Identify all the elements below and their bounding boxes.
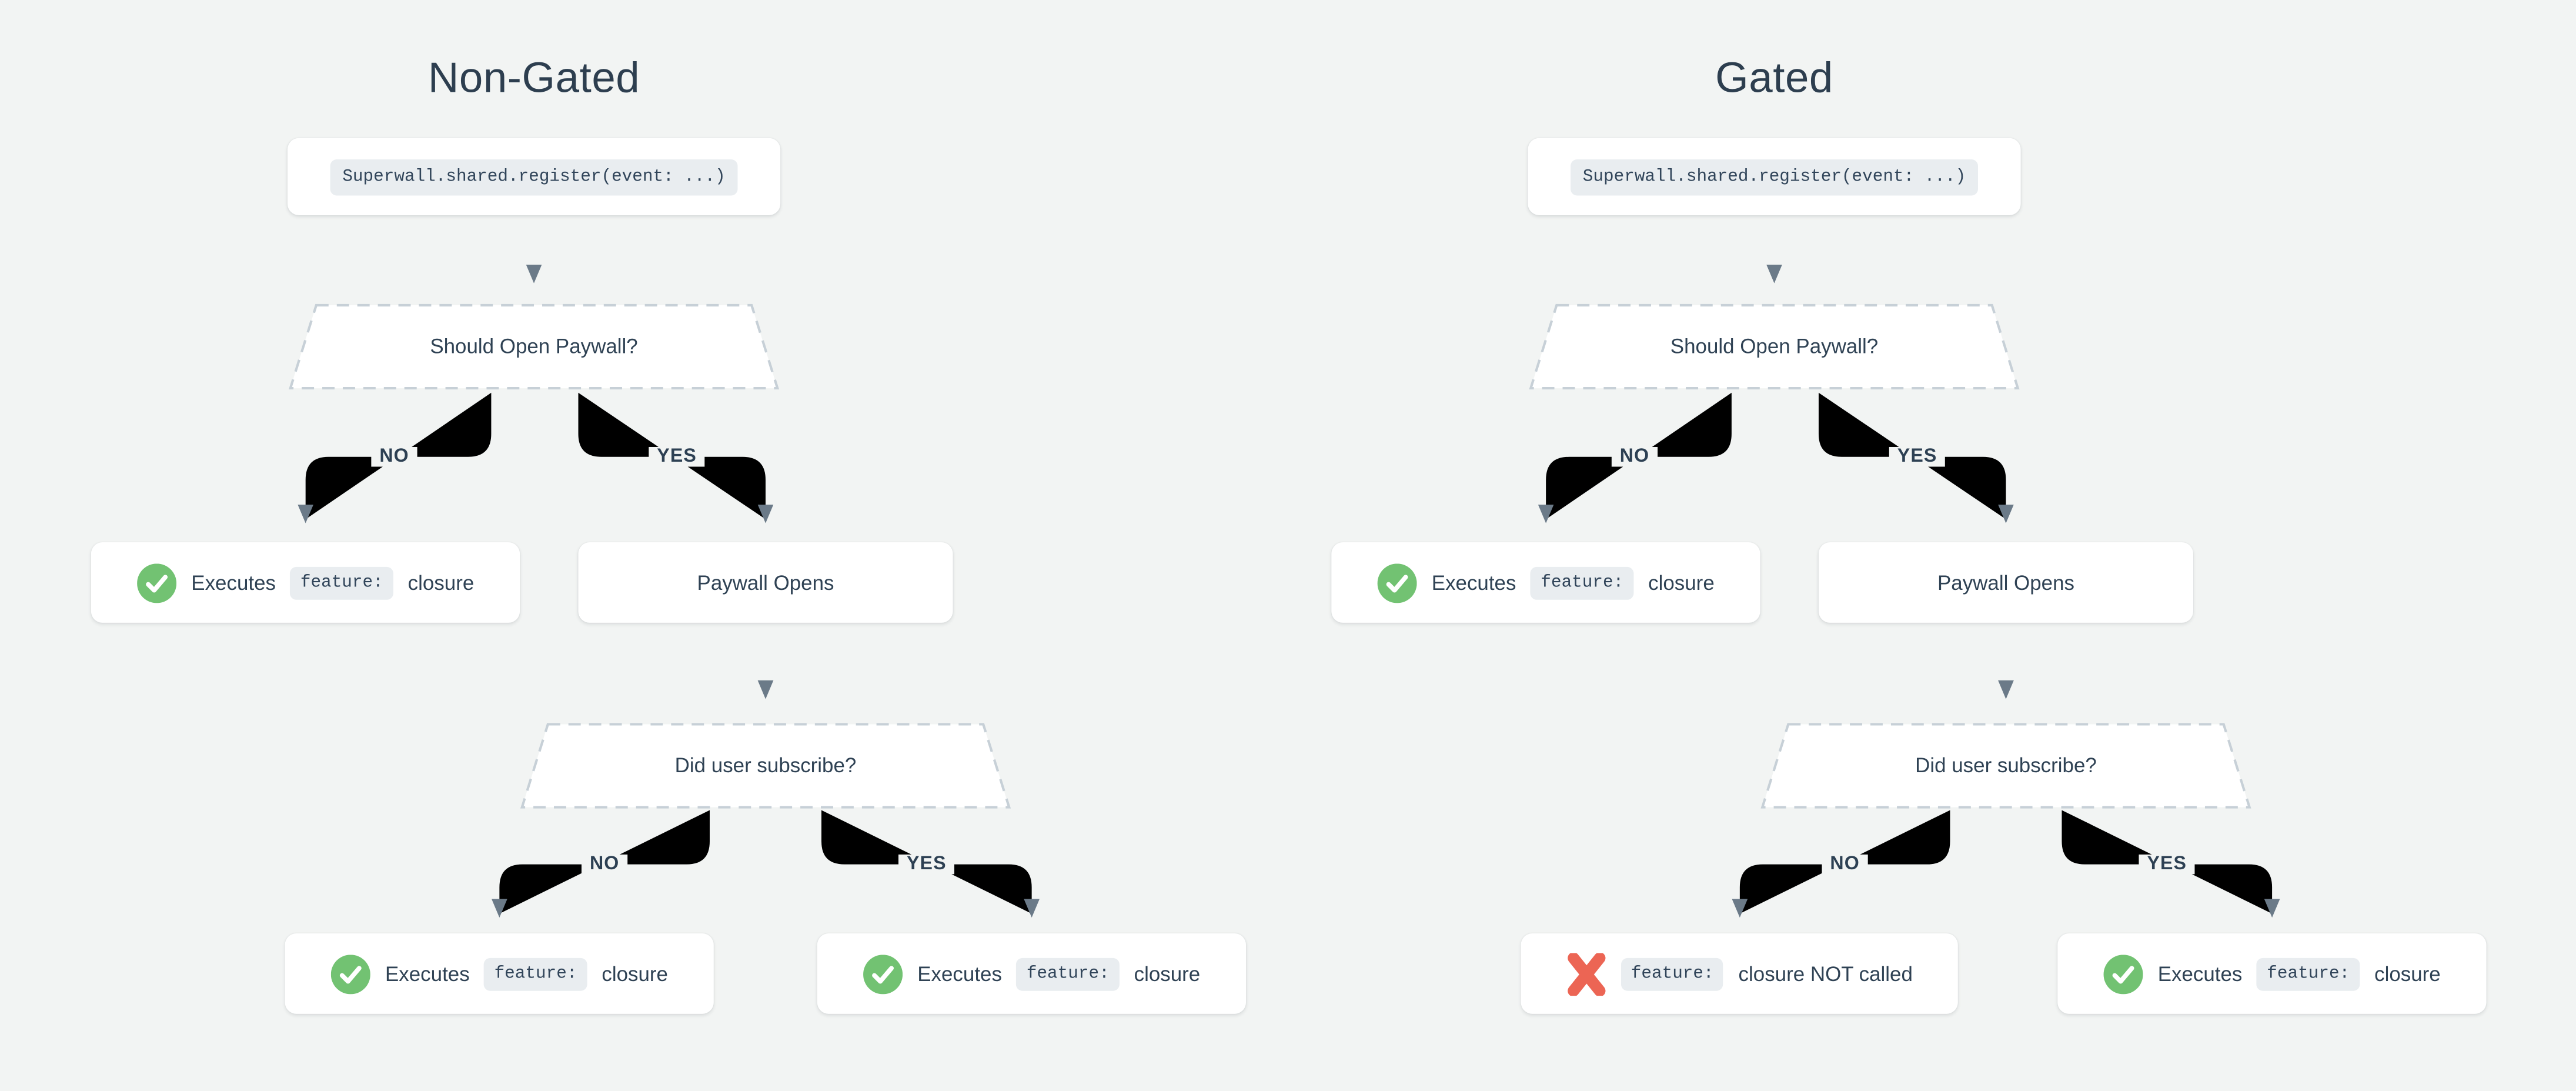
decision-label: Did user subscribe? [1915,754,2097,778]
outcome-text-post: closure [407,570,475,595]
outcome-text-pre: Executes [191,570,276,595]
paywall-opens-node: Paywall Opens [578,542,953,623]
outcome-row: Executes feature: closure [863,954,1200,993]
edge-label-yes: YES [649,446,705,467]
outcome-text-pre: Executes [1431,570,1516,595]
outcome-text-post: closure [602,962,668,986]
chart-title: Gated [1715,52,1833,102]
outcome-executes-feature-node: Executes feature: closure [817,933,1247,1014]
check-icon [137,563,176,602]
decision-should-open-paywall: Should Open Paywall? [1529,304,2019,389]
decision-did-user-subscribe: Did user subscribe? [521,723,1011,808]
outcome-executes-feature-node: Executes feature: closure [91,542,520,623]
decision-should-open-paywall: Should Open Paywall? [289,304,779,389]
outcome-executes-feature-node: Executes feature: closure [285,933,714,1014]
check-icon [863,954,903,993]
chart-title: Non-Gated [427,52,640,102]
outcome-row: Executes feature: closure [1378,563,1715,602]
edge-label-no: NO [371,446,417,467]
flowchart-gated: Gated Superwall.shared.register(event: .… [1240,0,2538,1091]
decision-label: Should Open Paywall? [1670,335,1879,359]
outcome-executes-feature-node: Executes feature: closure [2057,933,2487,1014]
outcome-row: feature: closure NOT called [1567,952,1913,995]
outcome-text-pre: Executes [385,962,470,986]
register-code-chip: Superwall.shared.register(event: ...) [1571,158,1977,195]
decision-did-user-subscribe: Did user subscribe? [1761,723,2251,808]
edge-label-no: NO [1822,854,1868,875]
feature-code-chip: feature: [290,566,393,599]
paywall-opens-label: Paywall Opens [1937,570,2074,595]
outcome-text-post: closure [1648,570,1715,595]
decision-label: Should Open Paywall? [430,335,638,359]
outcome-text-post: closure [2374,962,2441,986]
outcome-not-called-node: feature: closure NOT called [1521,933,1959,1014]
register-event-node: Superwall.shared.register(event: ...) [287,138,781,216]
register-event-node: Superwall.shared.register(event: ...) [1528,138,2021,216]
cross-icon [1567,952,1606,995]
check-icon [331,954,370,993]
feature-code-chip: feature: [1531,566,1634,599]
check-icon [1378,563,1417,602]
edge-label-no: NO [1611,446,1658,467]
edge-label-yes: YES [898,854,955,875]
outcome-text-post: closure [1134,962,1201,986]
decision-label: Did user subscribe? [674,754,857,778]
feature-code-chip: feature: [1017,957,1120,990]
outcome-row: Executes feature: closure [137,563,474,602]
outcome-row: Executes feature: closure [331,954,668,993]
outcome-text-pre: Executes [2157,962,2243,986]
paywall-opens-node: Paywall Opens [1818,542,2193,623]
feature-code-chip: feature: [1621,957,1724,990]
feature-code-chip: feature: [484,957,587,990]
edge-label-yes: YES [1889,446,1946,467]
register-code-chip: Superwall.shared.register(event: ...) [330,158,737,195]
outcome-text-post: closure NOT called [1738,962,1913,986]
outcome-row: Executes feature: closure [2104,954,2441,993]
paywall-opens-label: Paywall Opens [697,570,834,595]
edge-label-yes: YES [2139,854,2196,875]
feature-code-chip: feature: [2257,957,2360,990]
check-icon [2104,954,2143,993]
edge-label-no: NO [581,854,628,875]
outcome-executes-feature-node: Executes feature: closure [1331,542,1760,623]
outcome-text-pre: Executes [917,962,1002,986]
flowchart-non-gated: Non-Gated Superwall.shared.register(even… [91,52,1247,1014]
